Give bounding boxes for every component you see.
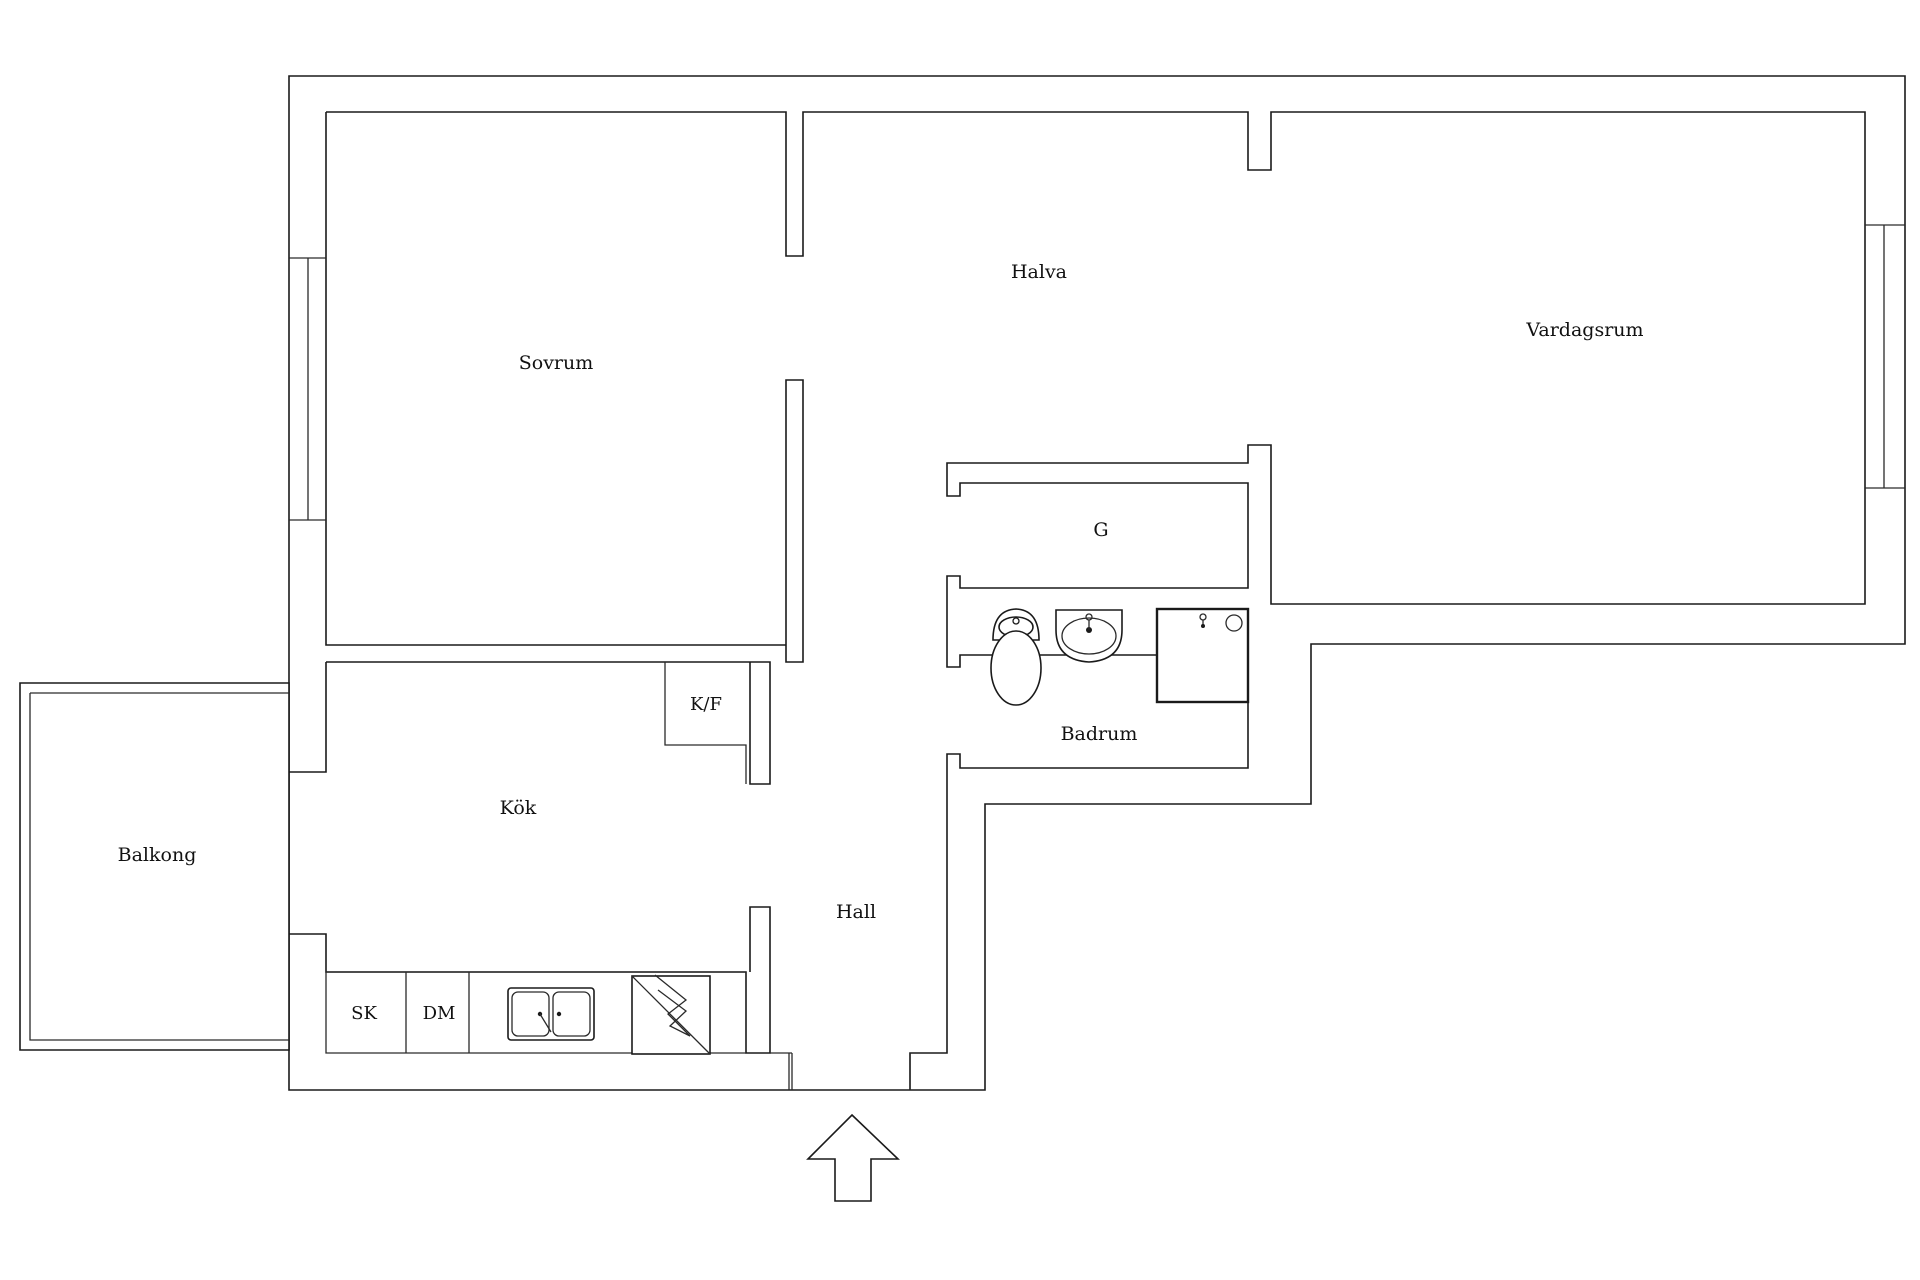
room-labels: Sovrum Halva Vardagsrum G Badrum Kök Hal… [118, 261, 1644, 1024]
label-kok: Kök [500, 797, 537, 819]
sovrum-outline [326, 111, 1866, 1090]
toilet-icon [990, 608, 1042, 706]
outer-walls [19, 75, 1906, 1091]
label-sovrum: Sovrum [519, 352, 594, 374]
label-vardagsrum: Vardagsrum [1525, 319, 1643, 341]
vardagsrum-window [1865, 224, 1905, 489]
balcony-outline [19, 682, 290, 1051]
label-hall: Hall [836, 901, 876, 923]
label-balkong: Balkong [118, 844, 197, 866]
entrance-arrow-icon [806, 1113, 900, 1202]
stove-icon [631, 974, 711, 1055]
shower-icon [1155, 607, 1250, 704]
label-badrum: Badrum [1061, 723, 1138, 745]
kitchen-counter [325, 971, 790, 1090]
double-sink-icon [507, 987, 595, 1041]
label-kf: K/F [690, 694, 722, 715]
interior-walls [289, 111, 1905, 1090]
label-g: G [1093, 519, 1108, 541]
label-dm: DM [423, 1003, 456, 1024]
washbasin-icon [1055, 609, 1123, 663]
label-sk: SK [351, 1003, 377, 1024]
label-halva: Halva [1011, 261, 1067, 283]
kf-box [664, 662, 747, 784]
sovrum-window [289, 257, 326, 521]
